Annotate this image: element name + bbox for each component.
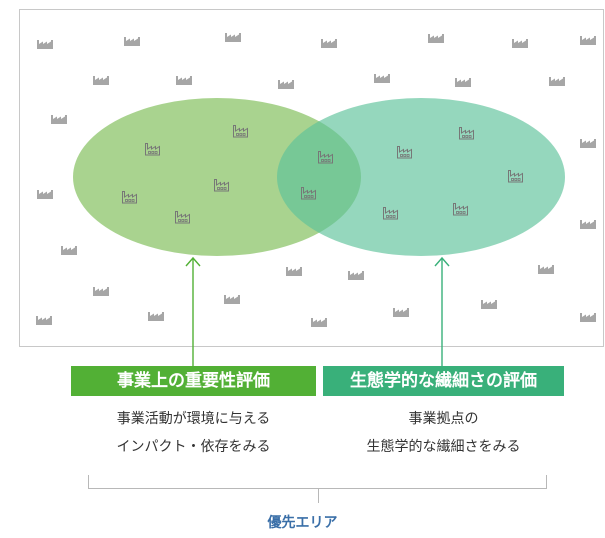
description-line: 生態学的な繊細さをみる: [366, 439, 521, 455]
business-importance-description: 事業活動が環境に与える インパクト・依存をみる: [71, 405, 316, 461]
description-line: 事業活動が環境に与える: [116, 411, 271, 427]
left-arrow: [185, 256, 201, 366]
ecological-sensitivity-label: 生態学的な繊細さの評価: [323, 366, 564, 396]
business-importance-label: 事業上の重要性評価: [71, 366, 316, 396]
description-line: インパクト・依存をみる: [116, 439, 271, 455]
priority-area-label: 優先エリア: [267, 515, 338, 531]
right-arrow: [434, 256, 450, 366]
business-importance-ellipse: [73, 98, 361, 256]
ecological-sensitivity-ellipse: [277, 98, 565, 256]
priority-bracket: [88, 475, 547, 503]
ecological-sensitivity-description: 事業拠点の 生態学的な繊細さをみる: [323, 405, 564, 461]
description-line: 事業拠点の: [408, 411, 479, 427]
